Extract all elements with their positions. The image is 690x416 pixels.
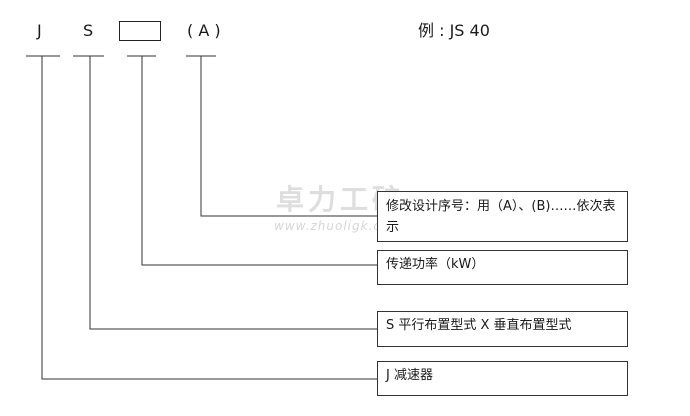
code-slot-box <box>119 21 161 41</box>
callout-power: 传递功率（kW） <box>377 250 628 285</box>
code-char-s: S <box>83 21 94 40</box>
watermark-url: www.zhuoligk.com <box>274 219 403 233</box>
callout-revision: 修改设计序号：用（A）、(B)……依次表示 <box>377 191 628 242</box>
leader-box <box>141 56 377 266</box>
leader-a <box>200 56 377 217</box>
callout-reducer: J 减速器 <box>377 361 628 396</box>
leader-s <box>89 56 377 330</box>
code-char-a: ( A ) <box>187 21 221 40</box>
callout-layout: S 平行布置型式 X 垂直布置型式 <box>377 311 628 347</box>
code-char-j: J <box>37 21 42 40</box>
example-label: 例 : JS 40 <box>418 21 490 40</box>
leader-j <box>41 56 377 380</box>
